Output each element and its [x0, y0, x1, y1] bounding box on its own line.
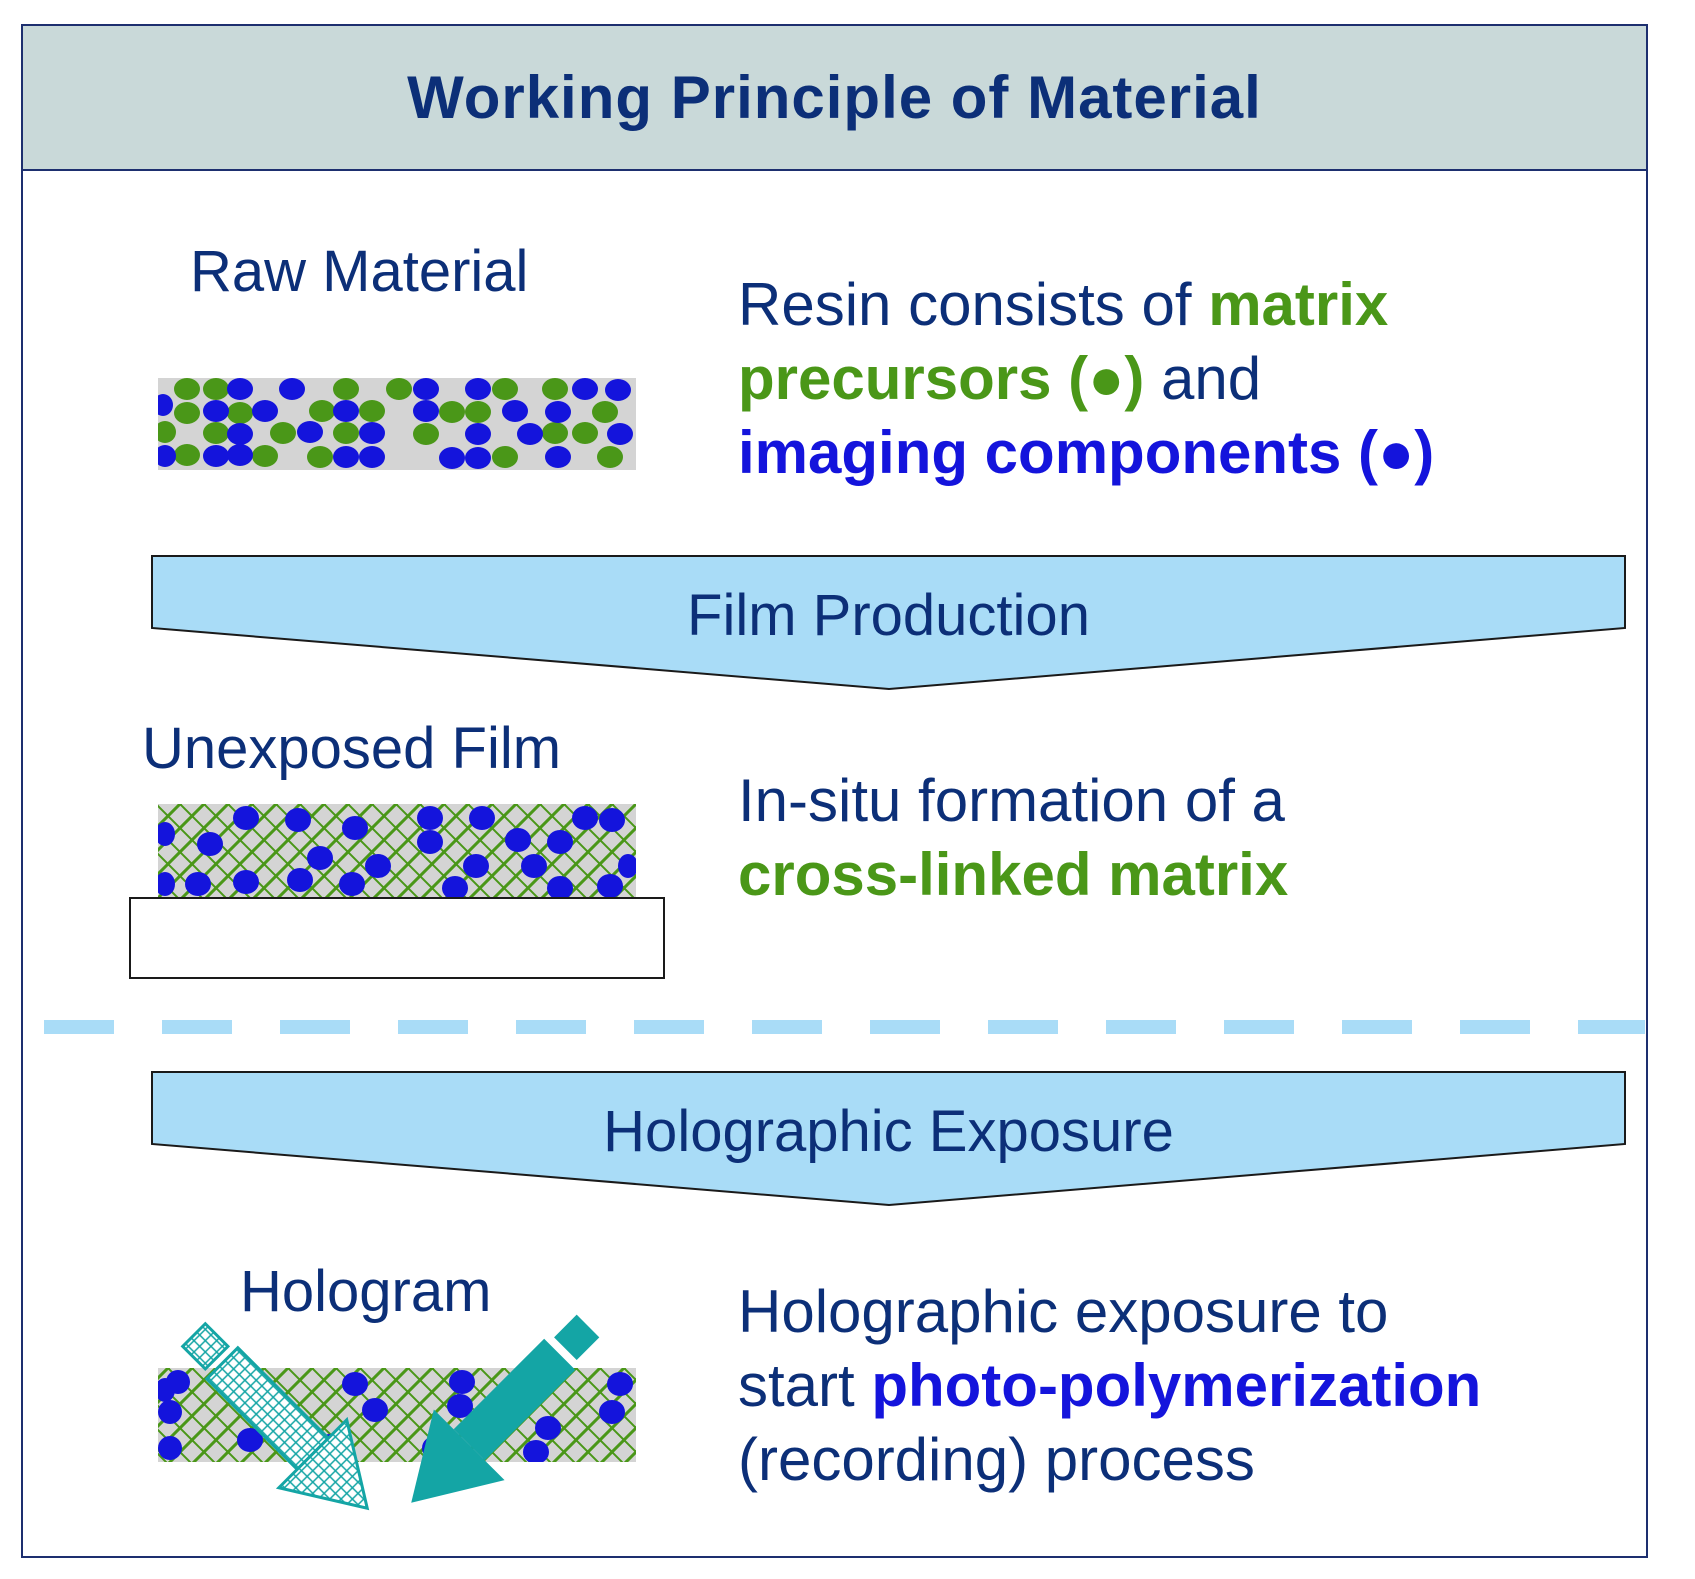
- photo-polymerization-term: photo-polymerization: [871, 1352, 1482, 1419]
- raw-material-strip: [158, 378, 636, 470]
- precursors-term: precursors (●): [738, 345, 1145, 412]
- holographic-exposure-arrow: [151, 1071, 1626, 1207]
- unexposed-film-strip: [158, 804, 636, 898]
- unexposed-desc-line1: In-situ formation of a: [738, 767, 1285, 834]
- reference-beam-arrow: [180, 1321, 370, 1511]
- diagram-title: Working Principle of Material: [407, 64, 1262, 131]
- raw-material-description: Resin consists of matrix precursors (●) …: [738, 268, 1434, 490]
- hologram-desc-line3: (recording) process: [738, 1426, 1255, 1493]
- raw-desc-line2-suffix: and: [1144, 345, 1262, 412]
- unexposed-film-label: Unexposed Film: [142, 716, 562, 781]
- film-production-arrow: [151, 555, 1626, 691]
- imaging-components-term: imaging components (●): [738, 419, 1435, 486]
- film-production-label: Film Production: [687, 583, 1090, 648]
- substrate: [129, 897, 665, 979]
- hologram-desc-line1: Holographic exposure to: [738, 1278, 1389, 1345]
- hologram-description: Holographic exposure to start photo-poly…: [738, 1275, 1481, 1497]
- raw-material-label: Raw Material: [190, 239, 529, 304]
- matrix-term: matrix: [1208, 271, 1389, 338]
- diagram-frame: Working Principle of Material: [21, 24, 1648, 1558]
- cross-linked-matrix-term: cross-linked matrix: [738, 841, 1289, 908]
- unexposed-film-description: In-situ formation of a cross-linked matr…: [738, 764, 1288, 912]
- hologram-label: Hologram: [240, 1259, 492, 1324]
- hologram-desc-line2-prefix: start: [738, 1352, 872, 1419]
- raw-desc-line1-prefix: Resin consists of: [738, 271, 1209, 338]
- holographic-exposure-label: Holographic Exposure: [603, 1099, 1174, 1164]
- title-bar: Working Principle of Material: [23, 26, 1646, 171]
